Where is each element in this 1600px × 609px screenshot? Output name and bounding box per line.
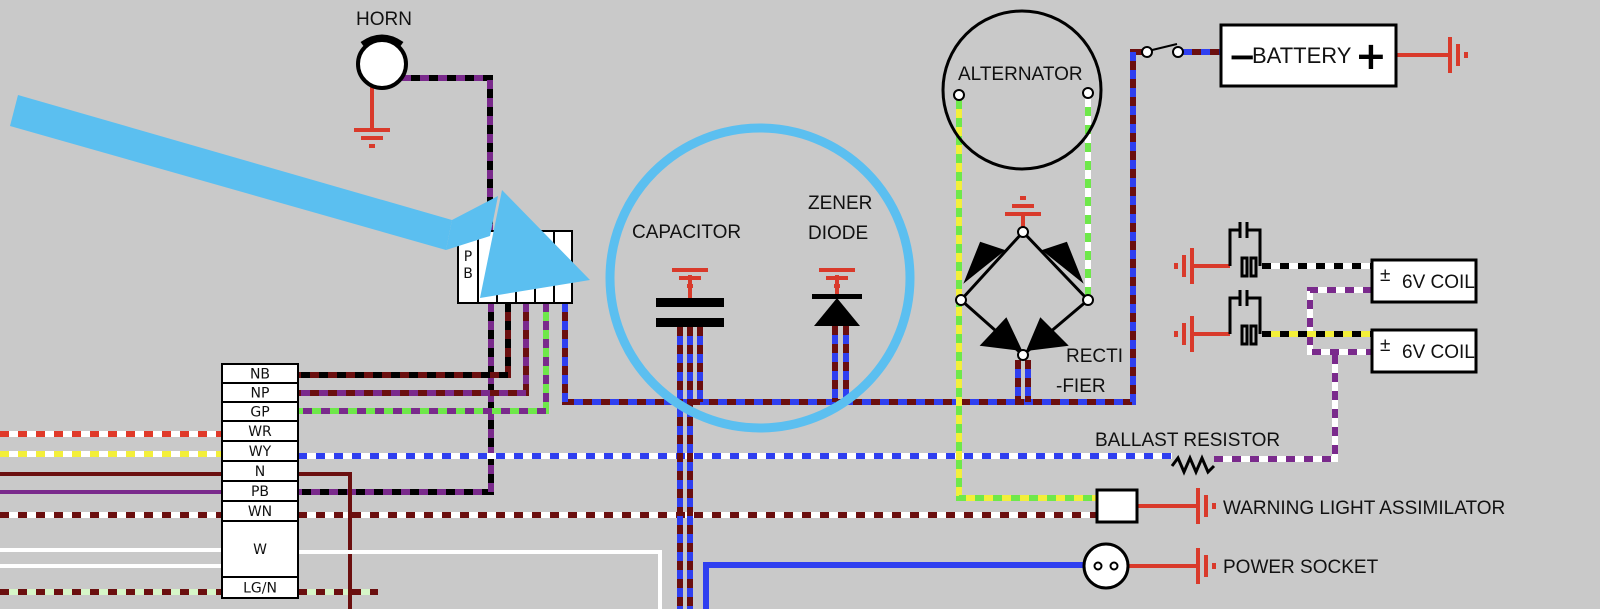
connector-row-label: NB — [250, 367, 270, 383]
connector-row: WY — [221, 440, 299, 462]
connector-row: NP — [221, 382, 299, 403]
coil-bottom-label: 6V COIL — [1402, 342, 1475, 363]
coil-top: ± 6V COIL — [1370, 258, 1478, 304]
capacitor: CAPACITOR — [632, 222, 741, 327]
wire-main-feed — [562, 49, 1142, 405]
horn-label: HORN — [356, 9, 412, 30]
wire-nb — [298, 303, 511, 378]
zener-diode: ZENER DIODE — [808, 193, 872, 326]
connector-row-label: W — [253, 542, 267, 558]
highlight-arrow — [10, 95, 590, 298]
top-connector-letter: P — [464, 249, 472, 265]
wire-coil-link — [1307, 287, 1372, 355]
rectifier: RECTI -FIER — [955, 226, 1123, 397]
ground-icon — [1174, 248, 1194, 284]
connector-row-label: WN — [248, 504, 272, 520]
connector-row: WN — [221, 500, 299, 522]
battery: − BATTERY + — [1219, 23, 1398, 88]
alternator: ALTERNATOR — [941, 9, 1103, 171]
ground-symbols — [354, 37, 1468, 584]
wires — [0, 49, 1448, 609]
wire-solid — [298, 472, 352, 609]
connector-row-label: PB — [251, 484, 269, 500]
ground-icon — [1448, 37, 1468, 73]
contact-breakers — [1228, 222, 1262, 346]
power-socket-label: POWER SOCKET — [1223, 557, 1379, 578]
ballast-resistor-label: BALLAST RESISTOR — [1095, 430, 1280, 451]
connector-row-label: WR — [248, 424, 272, 440]
ground-icon — [1005, 196, 1041, 216]
battery-plus: + — [1355, 34, 1387, 78]
top-connector-letters: P B — [459, 246, 477, 282]
alternator-label: ALTERNATOR — [958, 64, 1083, 85]
ground-icon — [1196, 548, 1216, 584]
wire-socket — [703, 562, 1084, 609]
rectifier-label-line1: RECTI — [1066, 346, 1123, 367]
wire-np — [298, 303, 529, 396]
battery-label: BATTERY — [1252, 43, 1352, 68]
connector-row-label: LG/N — [243, 581, 277, 597]
wire-horn — [402, 75, 493, 231]
zener-label-line2: DIODE — [808, 223, 868, 244]
coil-polarity: ± — [1380, 265, 1390, 286]
connector-row: N — [221, 460, 299, 482]
ballast-resistor: BALLAST RESISTOR — [1095, 430, 1280, 476]
wire-solid — [298, 550, 662, 609]
wire-gp — [298, 303, 549, 414]
coil-top-label: 6V COIL — [1402, 272, 1475, 293]
warning-light-label: WARNING LIGHT ASSIMILATOR — [1223, 498, 1505, 519]
warning-light-assimilator: WARNING LIGHT ASSIMILATOR — [1095, 488, 1505, 524]
battery-minus: − — [1228, 37, 1257, 77]
wire-pb — [298, 303, 494, 495]
connector-row-label: GP — [250, 405, 269, 421]
ground-icon — [819, 268, 855, 288]
capacitor-label: CAPACITOR — [632, 222, 741, 243]
connector-row-label: WY — [249, 444, 272, 460]
connector-row: NB — [221, 363, 299, 384]
wire-alt-left — [956, 100, 1097, 501]
coil-bottom: ± 6V COIL — [1370, 328, 1478, 374]
connector-row: PB — [221, 480, 299, 502]
connector-row: WR — [221, 420, 299, 442]
connector-row: LG/N — [221, 576, 299, 599]
ground-icon — [1174, 316, 1194, 352]
connector-row-label: N — [255, 464, 265, 480]
connector-row: W — [221, 520, 299, 578]
connector-row-label: NP — [251, 386, 270, 402]
power-socket: POWER SOCKET — [1082, 542, 1379, 590]
top-connector-letter: B — [463, 266, 473, 282]
connector-row: GP — [221, 401, 299, 422]
ground-icon — [1196, 488, 1216, 524]
ground-icon — [672, 268, 708, 288]
left-connector: NB NP GP WR WY N PB WN W LG/N — [221, 363, 299, 599]
zener-label-line1: ZENER — [808, 193, 872, 214]
ignition-switch — [1141, 43, 1184, 58]
horn: HORN — [356, 9, 412, 90]
highlight-circle — [605, 123, 915, 433]
coil-polarity: ± — [1380, 335, 1390, 356]
rectifier-label-line2: -FIER — [1056, 376, 1106, 397]
ground-icon — [354, 128, 390, 148]
